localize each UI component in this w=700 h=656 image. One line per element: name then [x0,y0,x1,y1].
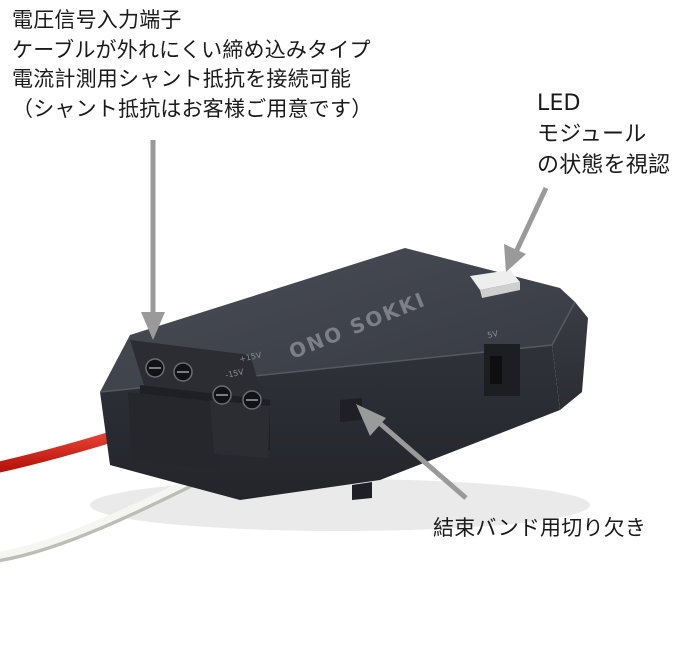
annotation-line: 電流計測用シャント抵抗を接続可能 [12,67,352,91]
arrow-led-module [504,186,549,272]
arrow-voltage-terminal [141,140,165,340]
terminal-block [128,340,270,470]
cable-tie-notch-annotation: 結束バンド用切り欠き [433,516,647,540]
annotation-line: （シャント抵抗はお客様ご用意です） [12,96,373,121]
arrow-cable-tie-notch [356,404,468,500]
annotation-line: ケーブルが外れにくい締め込みタイプ [12,37,371,62]
led-module [470,270,520,298]
svg-text:5V: 5V [487,329,500,340]
svg-text:-15V: -15V [225,367,246,380]
annotation-line: LED [537,91,581,116]
voltage-terminal-annotation: 電圧信号入力端子 ケーブルが外れにくい締め込みタイプ 電流計測用シャント抵抗を接… [12,6,372,124]
led-module-annotation: LED モジュール の状態を視認 [537,88,670,181]
annotation-line: 電圧信号入力端子 [12,8,182,32]
annotation-line: モジュール [537,122,647,147]
annotation-line: の状態を視認 [537,153,671,178]
